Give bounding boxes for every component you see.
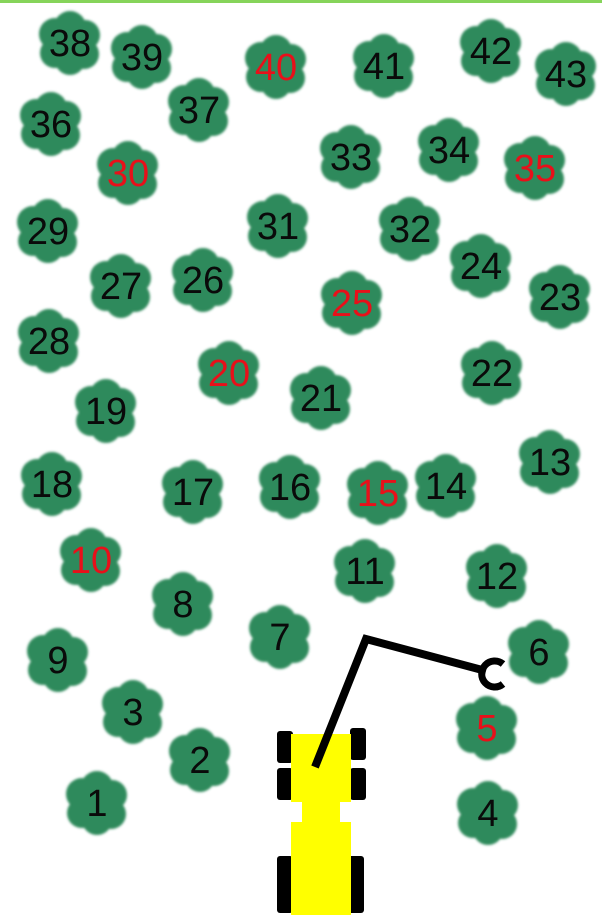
tree-26[interactable]: 26 <box>172 248 233 312</box>
tree-1[interactable]: 1 <box>66 771 127 835</box>
tree-34[interactable]: 34 <box>418 118 479 182</box>
tree-41[interactable]: 41 <box>353 34 414 98</box>
harvester-tire-mid-right <box>350 768 366 800</box>
crane-grapple-icon <box>482 661 503 687</box>
tree-number-label: 28 <box>28 321 70 363</box>
tree-29[interactable]: 29 <box>17 199 78 263</box>
tree-number-label: 1 <box>86 783 107 825</box>
tree-32[interactable]: 32 <box>379 197 440 261</box>
tree-number-label: 11 <box>345 551 384 593</box>
tree-number-label: 32 <box>389 209 431 251</box>
tree-number-label: 39 <box>121 37 163 79</box>
tree-number-label: 36 <box>30 104 72 146</box>
tree-20[interactable]: 20 <box>198 341 259 405</box>
tree-number-label: 40 <box>255 47 297 89</box>
tree-number-label: 13 <box>529 442 571 484</box>
tree-28[interactable]: 28 <box>18 309 79 373</box>
tree-16[interactable]: 16 <box>259 455 320 519</box>
tree-4[interactable]: 4 <box>457 781 518 845</box>
tree-24[interactable]: 24 <box>450 234 511 298</box>
tree-number-label: 41 <box>363 46 405 88</box>
harvester-tire-front-right <box>350 728 366 760</box>
tree-22[interactable]: 22 <box>461 341 522 405</box>
tree-33[interactable]: 33 <box>320 125 381 189</box>
tree-number-label: 34 <box>428 130 470 172</box>
tree-12[interactable]: 12 <box>466 544 527 608</box>
tree-30[interactable]: 30 <box>97 141 158 205</box>
tree-27[interactable]: 27 <box>90 254 151 318</box>
tree-5[interactable]: 5 <box>456 696 517 760</box>
tree-9[interactable]: 9 <box>27 628 88 692</box>
tree-number-label: 16 <box>269 467 311 509</box>
tree-number-label: 8 <box>172 584 193 626</box>
tree-number-label: 29 <box>27 211 69 253</box>
tree-25[interactable]: 25 <box>321 271 382 335</box>
tree-number-label: 10 <box>70 540 112 582</box>
tree-17[interactable]: 17 <box>162 460 223 524</box>
tree-15[interactable]: 15 <box>347 461 408 525</box>
tree-number-label: 15 <box>357 473 399 515</box>
tree-10[interactable]: 10 <box>60 528 121 592</box>
tree-number-label: 9 <box>47 640 68 682</box>
tree-number-label: 35 <box>514 148 556 190</box>
tree-14[interactable]: 14 <box>415 454 476 518</box>
tree-7[interactable]: 7 <box>249 605 310 669</box>
tree-37[interactable]: 37 <box>168 78 229 142</box>
tree-number-label: 37 <box>178 90 220 132</box>
tree-3[interactable]: 3 <box>102 680 163 744</box>
tree-43[interactable]: 43 <box>535 42 596 106</box>
tree-21[interactable]: 21 <box>290 366 351 430</box>
tree-40[interactable]: 40 <box>245 35 306 99</box>
tree-number-label: 42 <box>470 31 512 73</box>
tree-11[interactable]: 11 <box>334 539 395 603</box>
tree-6[interactable]: 6 <box>508 620 569 684</box>
tree-number-label: 3 <box>122 692 143 734</box>
tree-number-label: 7 <box>269 617 290 659</box>
tree-number-label: 5 <box>476 708 497 750</box>
tree-number-label: 24 <box>460 246 502 288</box>
tree-number-label: 30 <box>107 153 149 195</box>
tree-number-label: 33 <box>330 137 372 179</box>
tree-number-label: 31 <box>257 206 299 248</box>
tree-number-label: 23 <box>539 277 581 319</box>
tree-39[interactable]: 39 <box>111 25 172 89</box>
forestry-harvester[interactable] <box>277 639 503 915</box>
tree-number-label: 4 <box>477 793 498 835</box>
tree-number-label: 12 <box>476 556 518 598</box>
tree-18[interactable]: 18 <box>21 452 82 516</box>
harvester-tire-mid-left <box>277 768 293 800</box>
tree-13[interactable]: 13 <box>519 430 580 494</box>
tree-number-label: 20 <box>208 353 250 395</box>
tree-number-label: 43 <box>545 54 587 96</box>
tree-number-label: 6 <box>528 632 549 674</box>
harvester-tire-front-left <box>277 731 293 763</box>
tree-number-label: 14 <box>425 466 467 508</box>
harvester-rear-body <box>291 822 351 915</box>
tree-38[interactable]: 38 <box>39 11 100 75</box>
tree-number-label: 18 <box>31 464 73 506</box>
tree-number-label: 26 <box>182 260 224 302</box>
tree-36[interactable]: 36 <box>20 92 81 156</box>
tree-number-label: 2 <box>189 740 210 782</box>
tree-31[interactable]: 31 <box>247 194 308 258</box>
tree-42[interactable]: 42 <box>460 19 521 83</box>
tree-number-label: 27 <box>100 266 142 308</box>
tree-number-label: 22 <box>471 353 513 395</box>
tree-2[interactable]: 2 <box>169 728 230 792</box>
tree-number-label: 21 <box>300 378 342 420</box>
tree-number-label: 25 <box>331 283 373 325</box>
tree-23[interactable]: 23 <box>529 265 590 329</box>
tree-35[interactable]: 35 <box>504 136 565 200</box>
tree-number-label: 19 <box>85 391 127 433</box>
tree-number-label: 38 <box>49 23 91 65</box>
harvester-tire-rear-left <box>277 856 293 913</box>
tree-number-label: 17 <box>172 472 214 514</box>
tree-8[interactable]: 8 <box>152 572 213 636</box>
tree-19[interactable]: 19 <box>75 379 136 443</box>
